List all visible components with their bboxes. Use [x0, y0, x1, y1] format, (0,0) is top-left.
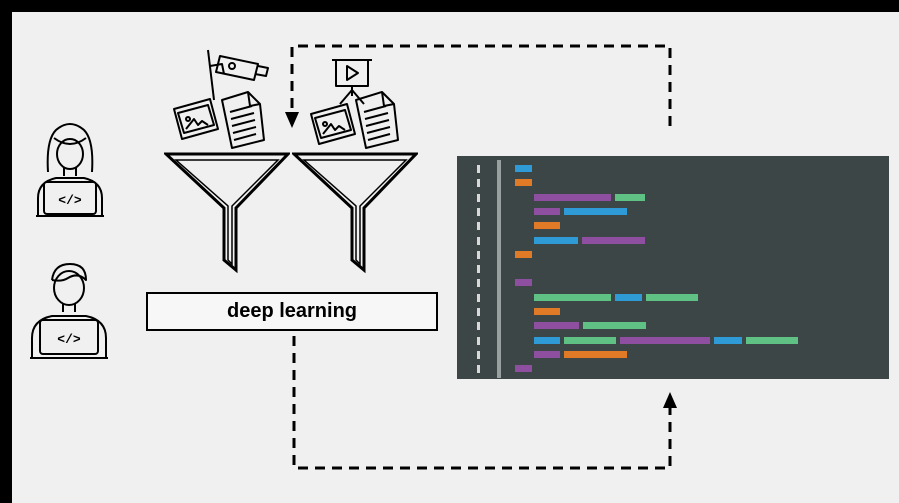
gutter-dash [477, 179, 480, 188]
code-token [620, 336, 710, 344]
code-token [534, 222, 560, 230]
gutter-dash [477, 265, 480, 274]
document-icon [221, 91, 265, 149]
code-token [534, 350, 560, 358]
gutter-dash [477, 293, 480, 302]
editor-gutter-separator [497, 160, 501, 378]
code-token [582, 236, 645, 244]
code-token [515, 279, 532, 287]
deep-learning-box: deep learning [146, 292, 438, 331]
svg-text:</>: </> [57, 332, 81, 347]
code-token [615, 293, 642, 301]
gutter-dash [477, 336, 480, 345]
developer-male-icon: </> [30, 263, 108, 359]
code-token [534, 207, 560, 215]
funnel-icon [292, 152, 418, 274]
gutter-dash [477, 365, 480, 374]
code-token [646, 293, 698, 301]
code-token [746, 336, 798, 344]
funnel-icon [164, 152, 290, 274]
code-token [564, 350, 627, 358]
code-token [515, 179, 532, 187]
gutter-dash [477, 165, 480, 173]
gutter-dash [477, 279, 480, 288]
security-camera-icon [207, 49, 269, 101]
gutter-dash [477, 207, 480, 216]
code-token [534, 322, 579, 330]
code-editor-panel [457, 156, 889, 379]
code-token [515, 165, 532, 172]
gutter-dash [477, 222, 480, 231]
code-token [564, 336, 616, 344]
code-token [534, 193, 611, 201]
document-icon [355, 91, 399, 149]
gutter-dash [477, 350, 480, 359]
code-token [534, 236, 578, 244]
code-token [714, 336, 742, 344]
code-token [583, 322, 646, 330]
gutter-dash [477, 193, 480, 202]
gutter-dash [477, 308, 480, 316]
code-token [534, 308, 560, 315]
gutter-dash [477, 250, 480, 259]
gutter-dash [477, 322, 480, 331]
deep-learning-label: deep learning [226, 300, 358, 322]
code-token [534, 293, 611, 301]
code-token [515, 250, 532, 258]
code-token [615, 193, 645, 201]
code-token [564, 207, 627, 215]
developer-female-icon: </> [36, 123, 104, 217]
code-token [515, 365, 532, 373]
gutter-dash [477, 236, 480, 245]
code-token [534, 336, 560, 344]
image-icon [173, 98, 219, 140]
svg-text:</>: </> [58, 193, 82, 208]
